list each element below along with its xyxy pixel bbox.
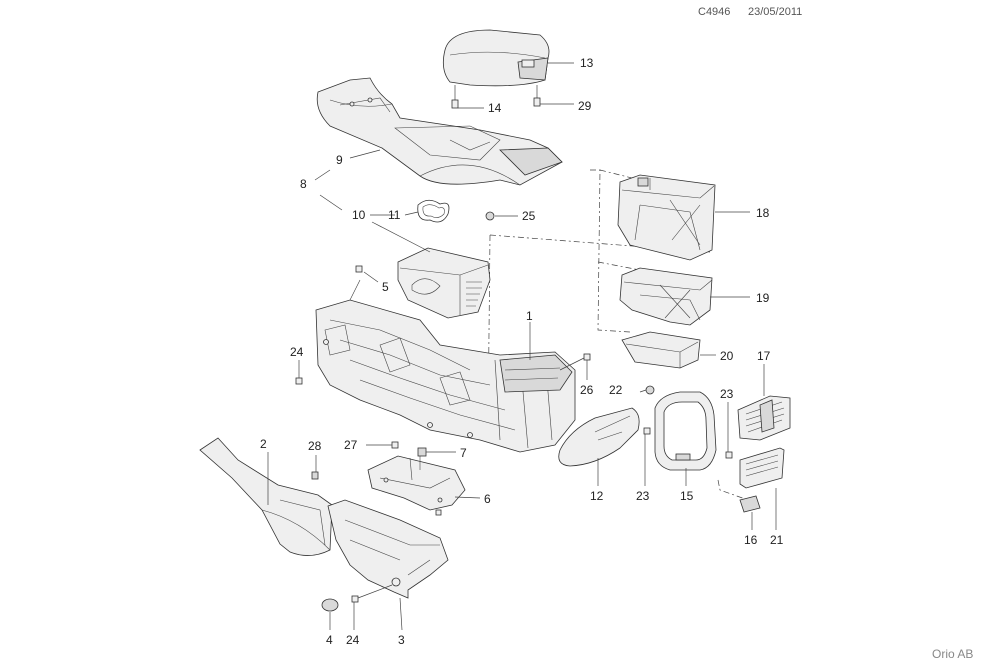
callout-18: 18 <box>756 206 770 220</box>
callout-6: 6 <box>484 492 491 506</box>
callout-10: 10 <box>352 208 366 222</box>
callout-16: 16 <box>744 533 758 547</box>
part-19-tray-frame <box>619 267 713 326</box>
screw-23-right <box>725 451 733 459</box>
callout-11: 11 <box>388 208 401 222</box>
part-9-console-top-cover <box>316 77 563 186</box>
callout-21: 21 <box>770 533 784 547</box>
callout-13: 13 <box>580 56 594 70</box>
screw-27 <box>391 441 399 449</box>
part-11-cupholder-ring <box>417 199 450 223</box>
callout-25: 25 <box>522 209 536 223</box>
part-10-cupholder-insert <box>397 247 491 319</box>
screw-29 <box>533 85 541 107</box>
screw-5 <box>355 265 363 273</box>
screw-26 <box>583 353 591 361</box>
leader-lines <box>267 62 777 631</box>
callout-7: 7 <box>460 446 467 460</box>
part-21-vent-housing <box>739 447 785 489</box>
part-3-side-panel-right <box>327 499 449 599</box>
screw-24-lower <box>351 595 359 603</box>
callout-3: 3 <box>398 633 405 647</box>
callout-9: 9 <box>336 153 343 167</box>
callout-20: 20 <box>720 349 734 363</box>
callout-23-left: 23 <box>636 489 650 503</box>
part-18-storage-box <box>617 174 716 261</box>
part-17-air-vent <box>737 395 791 441</box>
callout-2: 2 <box>260 437 267 451</box>
callout-28: 28 <box>308 439 322 453</box>
part-25-clip <box>485 211 495 221</box>
part-22-clip <box>645 385 655 395</box>
part-2-side-panel-left <box>199 437 333 556</box>
callout-23-right: 23 <box>720 387 734 401</box>
callout-14: 14 <box>488 101 502 115</box>
diagram-date: 23/05/2011 <box>748 6 803 18</box>
part-7-clip <box>417 447 427 457</box>
diagram-code: C4946 <box>698 6 731 18</box>
callout-27: 27 <box>344 438 358 452</box>
callout-29: 29 <box>578 99 592 113</box>
callout-15: 15 <box>680 489 694 503</box>
screw-23-left <box>643 427 651 435</box>
callout-8: 8 <box>300 177 307 191</box>
part-6-bracket <box>367 454 466 516</box>
callout-1: 1 <box>526 309 533 323</box>
part-13-armrest-lid <box>442 29 550 87</box>
callout-26: 26 <box>580 383 594 397</box>
callout-19: 19 <box>756 291 770 305</box>
callout-labels: 13 14 29 9 8 10 11 25 18 5 19 1 24 20 17… <box>260 56 784 647</box>
screw-14 <box>451 85 459 109</box>
part-1-console-frame <box>315 279 576 453</box>
part-28-clip <box>311 471 319 480</box>
callout-4: 4 <box>326 633 333 647</box>
part-12-trim-piece <box>558 407 640 467</box>
part-16-cap <box>739 495 761 513</box>
footer-brand: Orio AB <box>932 647 974 661</box>
callout-22: 22 <box>609 383 623 397</box>
part-15-bezel-frame <box>654 391 717 471</box>
callout-17: 17 <box>757 349 771 363</box>
screw-24-upper <box>295 377 303 385</box>
callout-5: 5 <box>382 280 389 294</box>
part-20-bin <box>621 331 701 369</box>
part-4-cap <box>321 598 339 612</box>
callout-12: 12 <box>590 489 604 503</box>
callout-24-upper: 24 <box>290 345 304 359</box>
callout-24-lower: 24 <box>346 633 360 647</box>
